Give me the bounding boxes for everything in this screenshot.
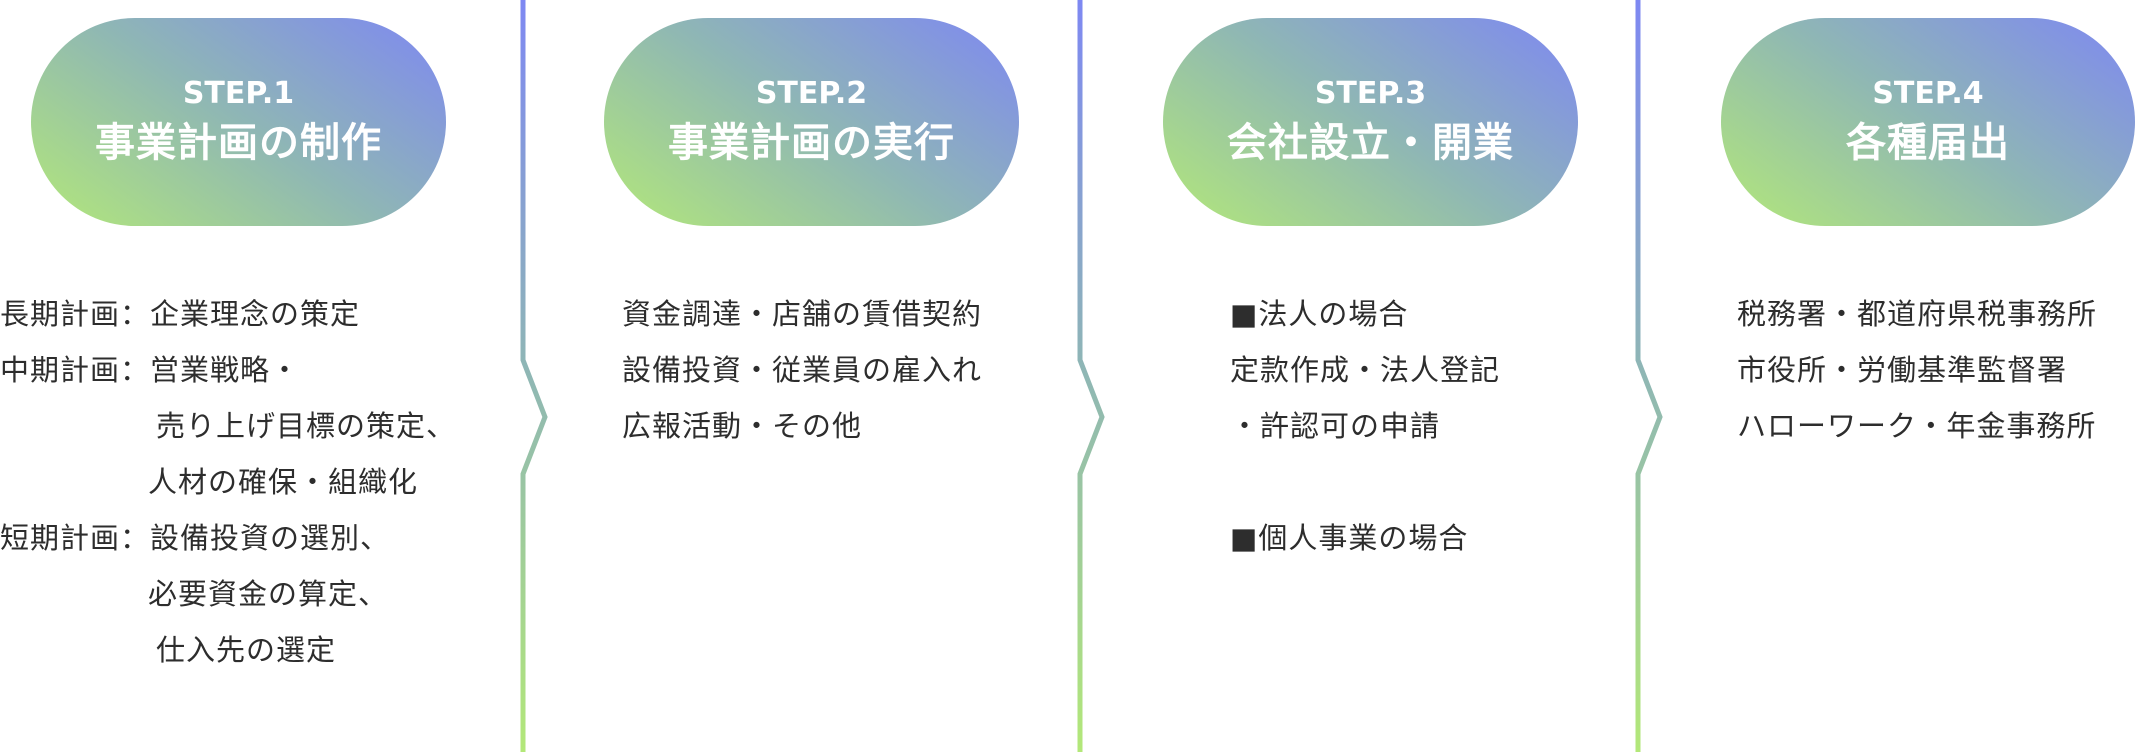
step-3-title: 会社設立・開業 [1227,120,1514,166]
step-3-line: ■個人事業の場合 [1230,521,1469,555]
step-1-line: 中期計画：営業戦略・ [0,353,301,387]
step-2-title: 事業計画の実行 [668,120,955,166]
step-1-line: 仕入先の選定 [156,633,337,667]
step-1-badge: STEP.1 事業計画の制作 [31,18,446,226]
step-3-line: ・許認可の申請 [1230,409,1441,443]
step-4-title: 各種届出 [1846,120,2010,166]
step-4-line: 税務署・都道府県税事務所 [1737,297,2098,331]
step-2-label: STEP.2 [755,76,868,111]
step-2-line: 設備投資・従業員の雇入れ [622,353,983,387]
step-1-line: 人材の確保・組織化 [148,465,419,499]
step-3-badge: STEP.3 会社設立・開業 [1163,18,1578,226]
step-4-line: ハローワーク・年金事務所 [1737,409,2097,443]
step-1-line: 長期計画：企業理念の策定 [0,297,361,331]
step-1-label: STEP.1 [182,76,295,111]
divider-arrow-2 [1077,0,1105,752]
step-4-details: 税務署・都道府県税事務所 市役所・労働基準監督署 ハローワーク・年金事務所 [1737,286,2097,454]
step-1-title: 事業計画の制作 [95,120,382,166]
step-2-details: 資金調達・店舗の賃借契約 設備投資・従業員の雇入れ 広報活動・その他 [622,286,982,454]
spacer [1230,454,1500,510]
step-4-label: STEP.4 [1872,76,1984,111]
step-3-label: STEP.3 [1314,76,1427,111]
step-4-line: 市役所・労働基準監督署 [1737,353,2068,387]
step-3-details: ■法人の場合 定款作成・法人登記 ・許認可の申請 ■個人事業の場合 [1230,286,1500,566]
step-2-badge: STEP.2 事業計画の実行 [604,18,1019,226]
step-1-line: 必要資金の算定、 [148,577,389,611]
divider-arrow-3 [1635,0,1663,752]
step-1-line: 売り上げ目標の策定、 [156,409,457,443]
divider-arrow-1 [520,0,548,752]
step-4-badge: STEP.4 各種届出 [1721,18,2135,226]
step-3-line: 定款作成・法人登記 [1230,353,1501,387]
step-2-line: 広報活動・その他 [622,409,863,443]
step-2-line: 資金調達・店舗の賃借契約 [622,297,983,331]
step-1-line: 短期計画：設備投資の選別、 [0,521,391,555]
step-3-line: ■法人の場合 [1230,297,1409,331]
step-1-details: 長期計画：企業理念の策定 中期計画：営業戦略・ 売り上げ目標の策定、 人材の確保… [0,286,456,678]
